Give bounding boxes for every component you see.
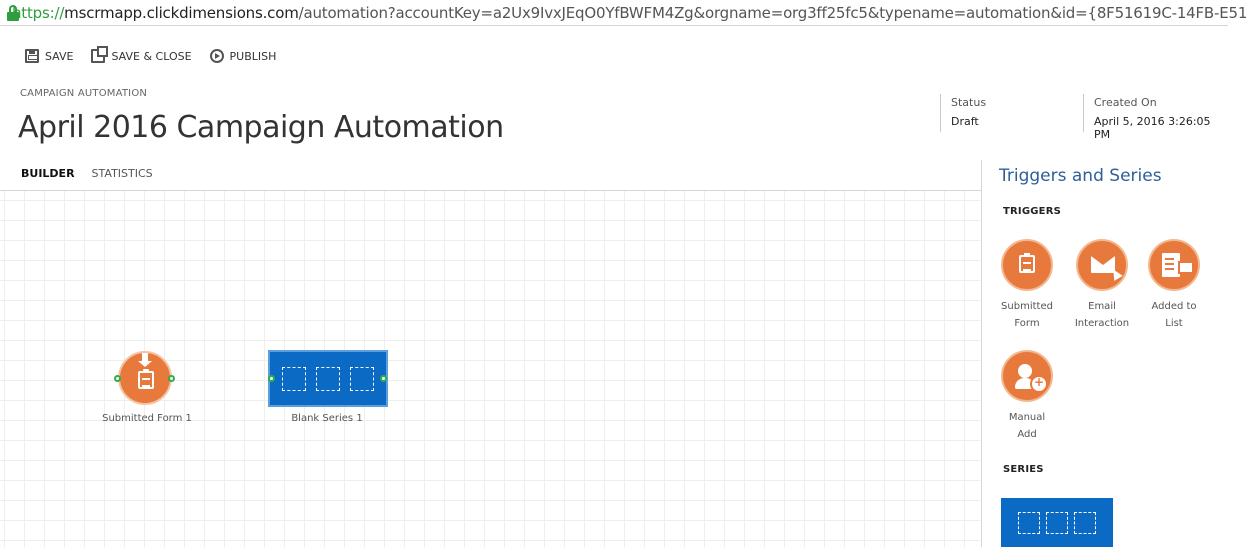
page-title: April 2016 Campaign Automation xyxy=(18,110,504,145)
clipboard-icon xyxy=(1019,253,1035,273)
save-close-icon xyxy=(91,46,109,63)
status-label: Status xyxy=(951,96,987,109)
trigger-added-to-list[interactable]: Added to List xyxy=(1134,239,1214,332)
series-blank-tile[interactable] xyxy=(1001,498,1113,547)
series-node-blank[interactable] xyxy=(268,350,388,407)
trigger-label-line1: Manual xyxy=(1008,412,1046,423)
trigger-label-line2: Interaction xyxy=(1074,318,1130,329)
url-text[interactable]: https://mscrmapp.clickdimensions.com/aut… xyxy=(12,3,1247,22)
series-slot xyxy=(1018,511,1040,534)
user-add-icon xyxy=(1015,364,1048,393)
trigger-circle xyxy=(1148,239,1200,291)
breadcrumb: CAMPAIGN AUTOMATION xyxy=(20,88,148,99)
download-arrow-icon xyxy=(138,353,152,367)
builder-canvas[interactable]: Submitted Form 1 Blank Series 1 xyxy=(0,191,980,547)
publish-icon xyxy=(209,49,224,63)
trigger-node-label: Submitted Form 1 xyxy=(102,413,192,424)
list-icon xyxy=(1162,253,1194,277)
created-on-label: Created On xyxy=(1094,96,1157,109)
tab-statistics[interactable]: STATISTICS xyxy=(91,167,153,180)
clipboard-icon xyxy=(138,369,154,389)
trigger-circle xyxy=(1001,239,1053,291)
triggers-heading: TRIGGERS xyxy=(1003,206,1061,217)
series-node-label: Blank Series 1 xyxy=(291,413,363,424)
status-value: Draft xyxy=(951,115,979,128)
trigger-label-line1: Submitted xyxy=(1001,301,1053,312)
series-slot xyxy=(350,366,374,391)
output-port[interactable] xyxy=(168,375,175,382)
trigger-label-line1: Email xyxy=(1088,301,1116,312)
publish-label: PUBLISH xyxy=(229,49,277,63)
series-heading: SERIES xyxy=(1003,464,1044,475)
trigger-label-line2: List xyxy=(1165,318,1183,329)
series-slot xyxy=(282,366,306,391)
trigger-label-line2: Add xyxy=(1017,429,1037,440)
view-tabs: BUILDER STATISTICS xyxy=(21,167,153,180)
panel-title: Triggers and Series xyxy=(999,166,1162,186)
trigger-label: Added to List xyxy=(1134,298,1214,332)
envelope-icon xyxy=(1091,256,1115,273)
tabs-divider xyxy=(0,190,981,191)
created-on-value: April 5, 2016 3:26:05 PM xyxy=(1094,115,1211,141)
input-port[interactable] xyxy=(268,375,275,382)
floppy-disk-icon xyxy=(25,49,39,63)
trigger-label-line2: Form xyxy=(1014,318,1040,329)
command-toolbar: SAVE SAVE & CLOSE PUBLISH xyxy=(25,46,277,65)
trigger-label-line1: Added to xyxy=(1151,301,1197,312)
status-field: Status Draft xyxy=(940,94,986,132)
series-slot xyxy=(1046,511,1068,534)
output-port[interactable] xyxy=(380,375,387,382)
created-on-field: Created On April 5, 2016 3:26:05 PM xyxy=(1083,94,1228,141)
save-button[interactable]: SAVE xyxy=(25,49,73,63)
address-bar[interactable]: https://mscrmapp.clickdimensions.com/aut… xyxy=(0,0,1247,26)
trigger-circle xyxy=(1076,239,1128,291)
series-slot xyxy=(316,366,340,391)
series-slot xyxy=(1074,511,1096,534)
save-close-label: SAVE & CLOSE xyxy=(111,49,192,63)
trigger-node-submitted-form[interactable] xyxy=(118,351,172,405)
publish-button[interactable]: PUBLISH xyxy=(209,49,277,63)
input-port[interactable] xyxy=(114,375,121,382)
save-and-close-button[interactable]: SAVE & CLOSE xyxy=(91,46,192,63)
trigger-circle xyxy=(1001,350,1053,402)
save-label: SAVE xyxy=(45,49,74,63)
tab-builder[interactable]: BUILDER xyxy=(21,167,75,180)
